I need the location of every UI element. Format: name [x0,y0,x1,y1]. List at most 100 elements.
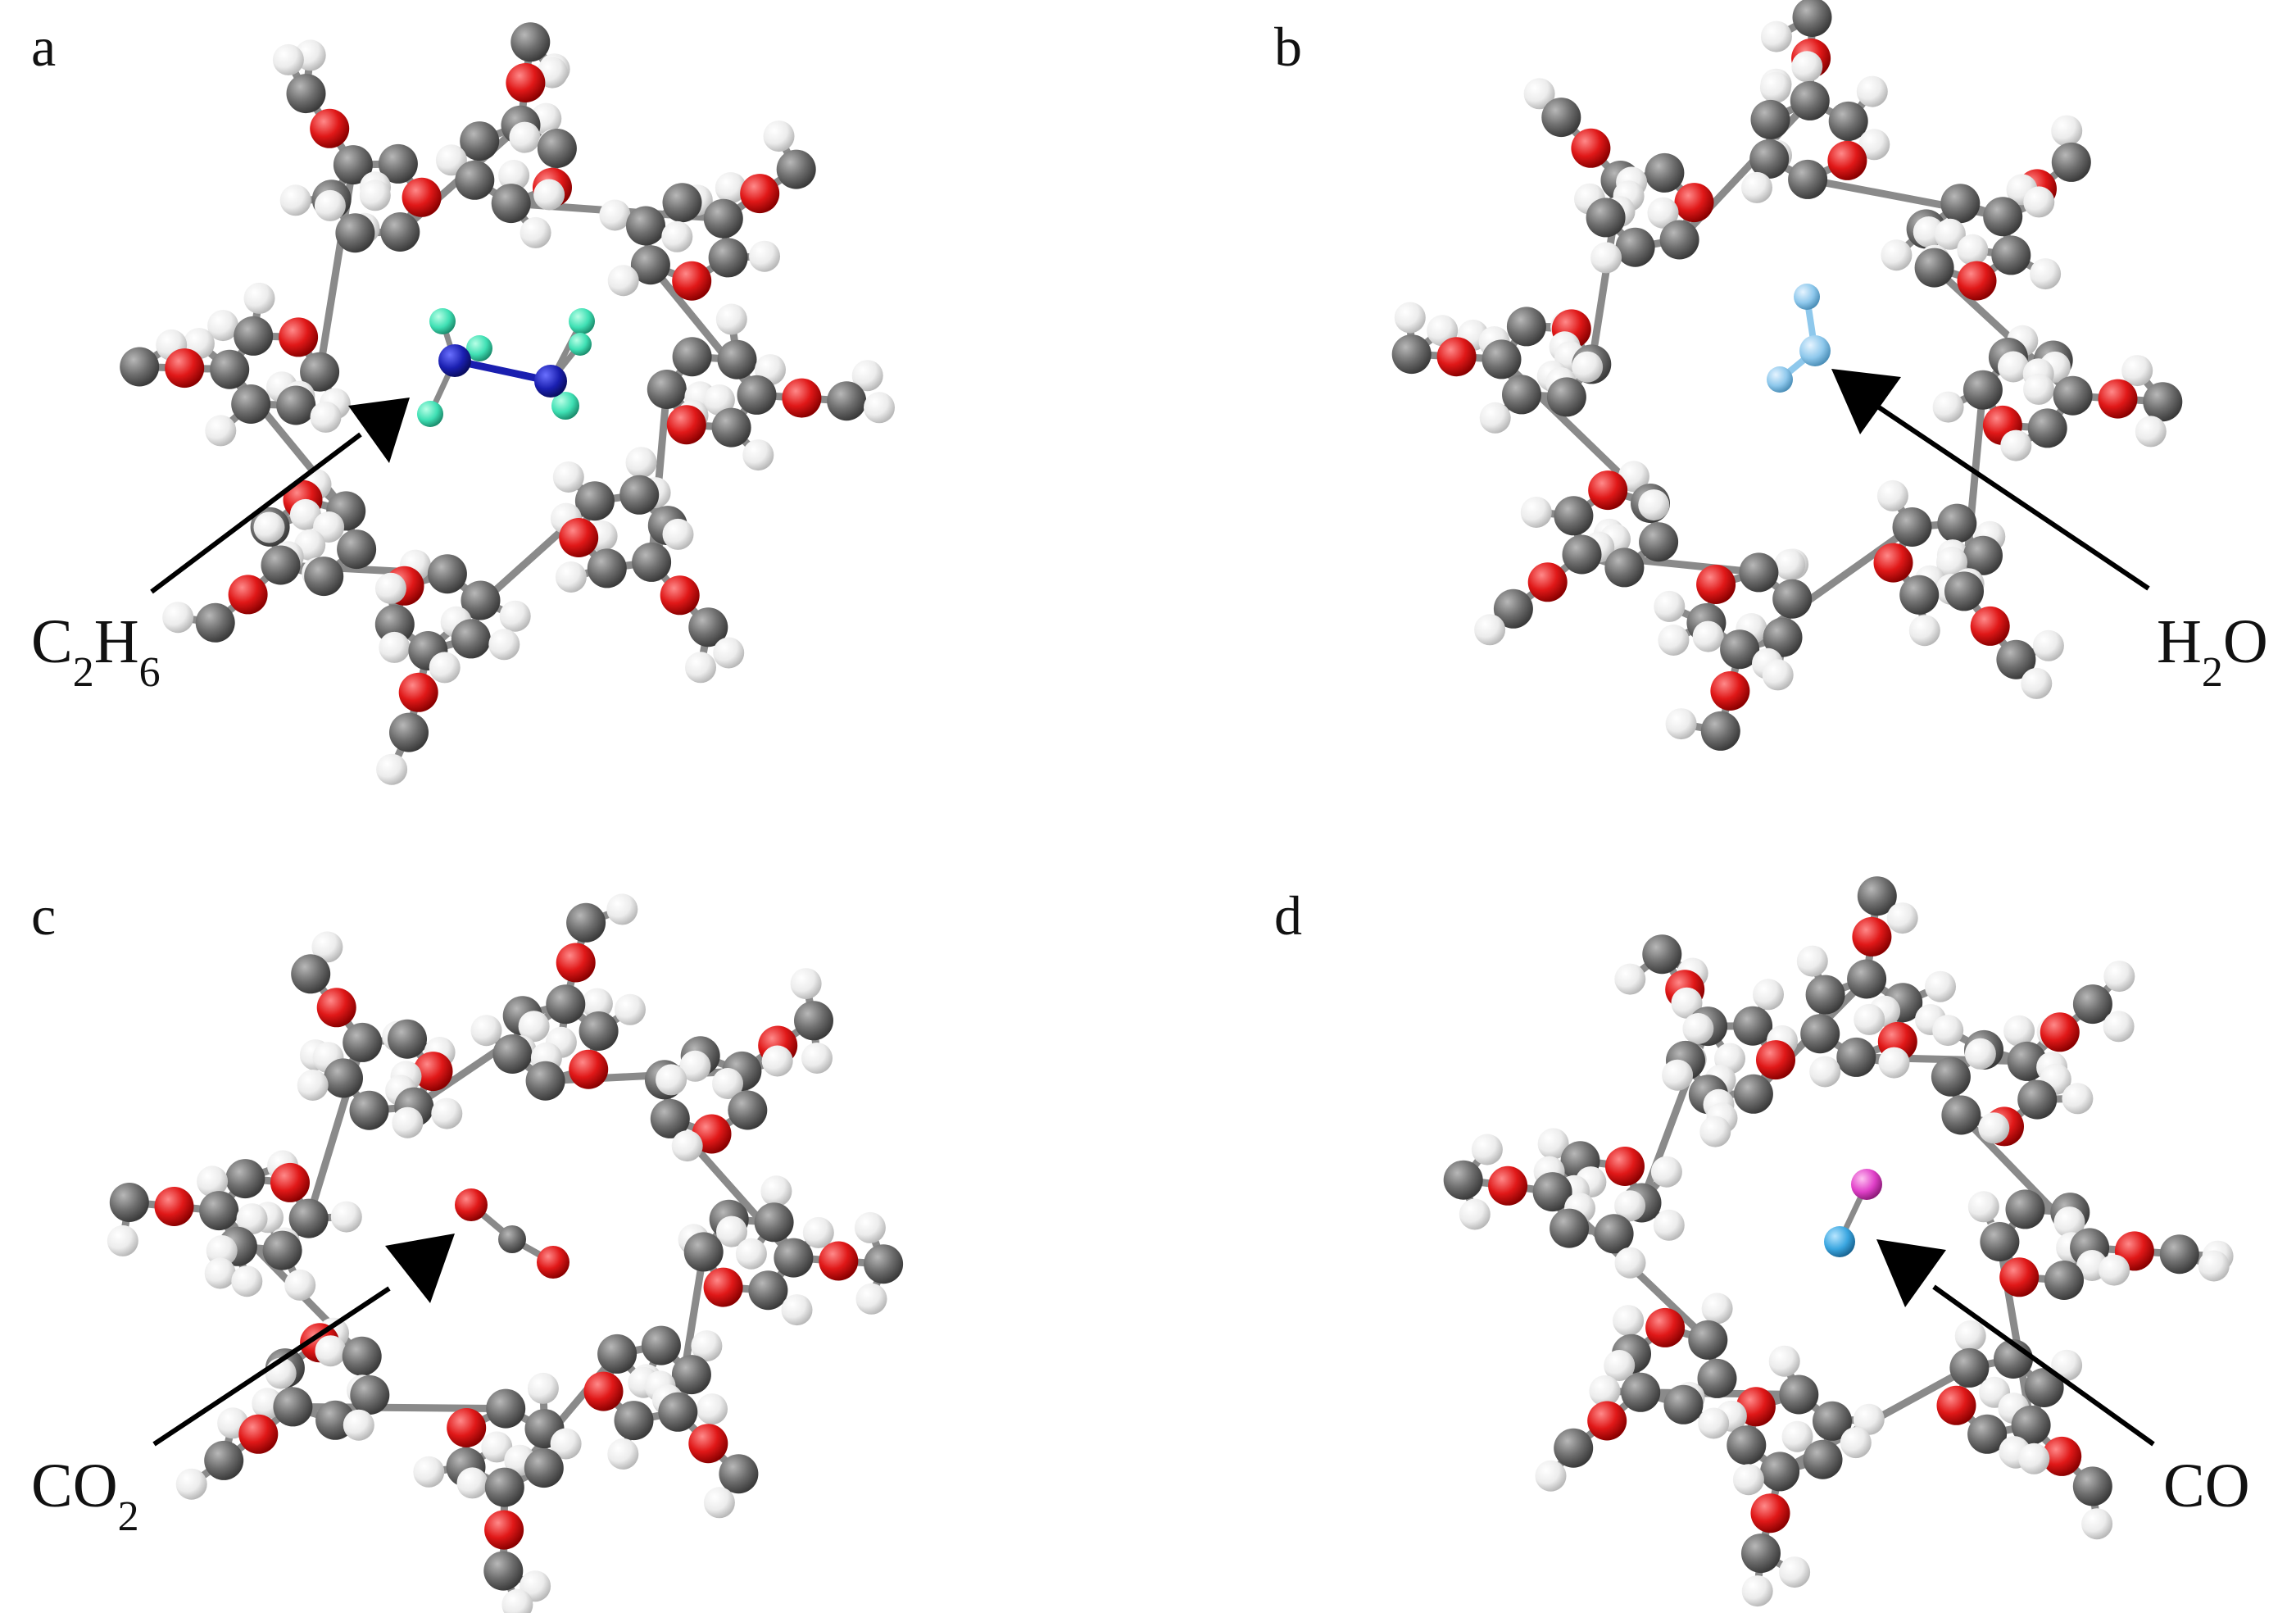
hydrogen-atom [1732,1464,1764,1496]
hydrogen-atom [1759,71,1791,103]
hydrogen-atom [429,652,461,684]
oxygen-atom [154,1187,194,1226]
carbon-atom [234,316,274,356]
hydrogen-atom [1791,51,1823,83]
oxygen-atom [484,1510,524,1550]
carbon-atom [1443,1160,1483,1200]
panel-letter-a: a [31,16,56,78]
hydrogen-atom [520,216,551,248]
carbon-atom [1749,139,1790,179]
hydrogen-atom [697,1393,728,1425]
hydrogen-atom [206,1235,238,1266]
hydrogen-atom [1876,479,1908,511]
carbon-atom [378,143,418,184]
hydrogen-atom [236,1203,268,1235]
carbon-atom [2024,1368,2064,1407]
hydrogen-atom [2099,1254,2130,1286]
hydrogen-atom [297,1070,329,1101]
hydrogen-atom [691,1330,723,1362]
carbon-atom [288,1198,329,1238]
hydrogen-atom [1701,1293,1733,1324]
hydrogen-atom [1967,1191,1999,1223]
host-molecule-b [1391,0,2183,751]
carbon-atom [1562,534,1602,575]
hydrogen-atom [527,1372,559,1404]
carbon-atom [199,1191,239,1231]
hydrogen-atom [715,303,747,335]
hydrogen-atom [1854,1003,1885,1035]
molecule-label-co2: CO2 [31,1452,139,1540]
hydrogen-atom [498,160,530,191]
hydrogen-atom [1535,1460,1567,1492]
hydrogen-atom [716,1215,747,1247]
carbon-atom [1506,307,1546,347]
carbon-atom [380,212,420,252]
hydrogen-atom [671,1130,703,1162]
hydrogen-atom [703,1487,735,1519]
hydrogen-atom [854,1211,886,1243]
hydrogen-atom [1671,987,1703,1019]
carbon-atom [650,1098,690,1138]
hydrogen-atom [2121,355,2153,387]
oxygen-atom [569,1049,609,1089]
carbon-atom [1659,220,1699,260]
hydrogen-atom [243,282,275,314]
hydrogen-atom [456,1467,488,1499]
oxygen-atom [1488,1165,1528,1206]
hydrogen-atom [499,600,531,632]
carbon-atom [2072,1466,2112,1506]
carbon-atom [524,1448,564,1488]
panel-letter-b: b [1274,16,1302,78]
oxygen-atom [447,1408,487,1447]
carbon-atom [2017,1079,2058,1120]
hydrogen-atom [310,401,342,433]
carbon-atom [1760,1452,1800,1492]
carbon-atom [1733,1074,1773,1114]
carbon-atom [2143,382,2183,422]
carbon-atom [1550,1208,1590,1248]
hydrogen-atom [555,561,587,593]
carbon-atom [460,121,500,161]
carbon-atom [1541,98,1581,138]
carbon-atom [2051,142,2091,182]
carbon-atom [109,1183,149,1222]
carbon-atom [776,149,816,189]
panel-letter-c: c [31,884,56,947]
oxygen-atom [1970,606,2010,646]
hydrogen-atom [685,652,716,684]
carbon-atom [1800,1014,1840,1054]
carbon-atom [1813,1401,1852,1441]
oxygen-atom [1588,470,1628,511]
guest-atom [1824,1226,1855,1257]
hydrogen-atom [1699,1115,1731,1147]
hydrogen-atom [1741,171,1772,203]
hydrogen-atom [2198,1250,2230,1282]
hydrogen-atom [231,1265,263,1297]
carbon-atom [827,381,867,421]
hydrogen-atom [715,172,746,204]
carbon-atom [688,607,728,647]
oxygen-atom [703,1267,743,1307]
hydrogen-atom [1858,129,1890,161]
carbon-atom [1532,1172,1572,1212]
oxygen-atom [165,348,205,388]
hydrogen-atom [1604,1350,1636,1381]
carbon-atom [1914,248,1954,288]
hydrogen-atom [488,629,520,661]
carbon-atom [210,349,250,389]
host-atoms [1391,0,2183,751]
hydrogen-atom [1978,1112,2010,1144]
hydrogen-atom [1665,708,1697,740]
carbon-atom [1940,184,1981,224]
guest-atom [1799,335,1831,366]
hydrogen-atom [207,310,239,342]
carbon-atom [647,370,687,409]
hydrogen-atom [760,1175,792,1207]
hydrogen-atom [661,220,693,252]
carbon-atom [1502,375,1541,415]
oxygen-atom [413,1052,453,1092]
carbon-atom [683,1232,724,1272]
carbon-atom [2053,375,2093,416]
carbon-atom [1847,959,1887,999]
oxygen-atom [402,177,442,217]
